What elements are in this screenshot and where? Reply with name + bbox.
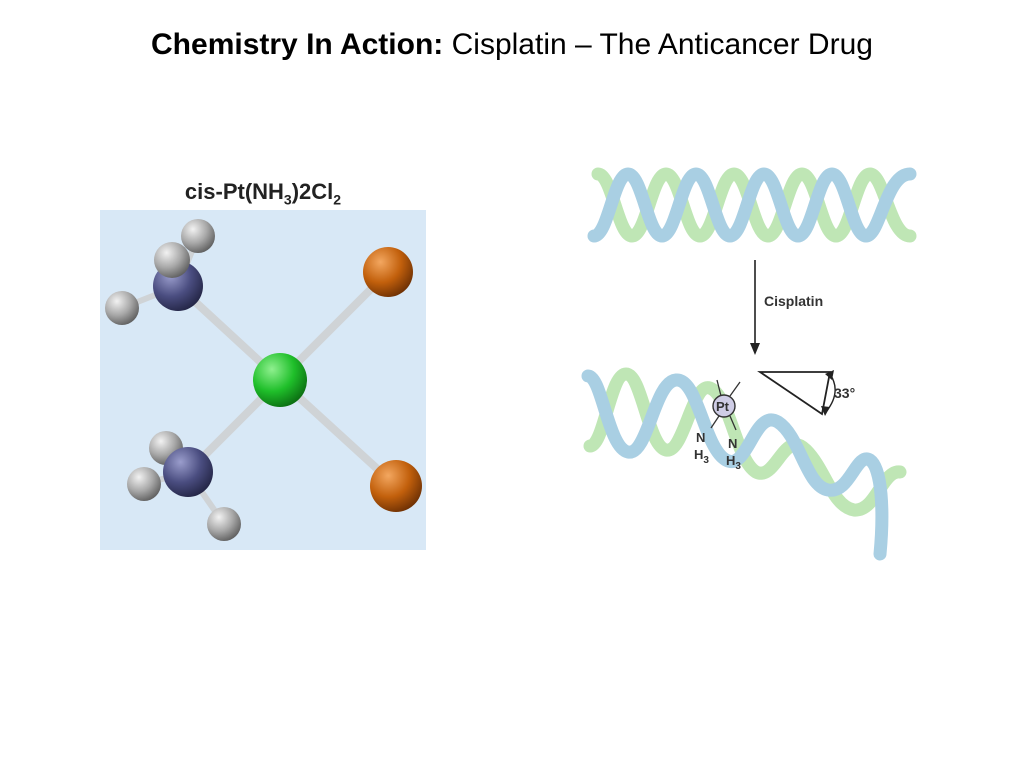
formula-sub-cl2: 2	[333, 191, 342, 208]
amine-right-h: H3	[726, 453, 741, 472]
chlorine-atom-top	[363, 247, 413, 297]
dna-helix-top	[587, 167, 917, 243]
formula-middle: )2Cl	[291, 179, 334, 204]
molecule-model-panel	[100, 210, 426, 550]
hydrogen-atom	[127, 467, 161, 501]
angle-arrow-head-icon	[821, 406, 830, 416]
cisplatin-ball-and-stick-model	[105, 219, 422, 541]
formula-sub-nh3: 3	[283, 191, 292, 208]
cisplatin-arrow-label: Cisplatin	[764, 293, 823, 309]
dna-strand-blue-bent	[581, 369, 889, 561]
hydrogen-atom	[154, 242, 190, 278]
angle-arrow-head-icon	[825, 370, 834, 380]
hydrogen-atom	[181, 219, 215, 253]
platinum-atom-icon	[712, 394, 736, 418]
reaction-arrow	[750, 260, 760, 355]
atoms	[105, 219, 422, 541]
dna-strand-green-bent	[583, 367, 907, 517]
platinum-atom	[253, 353, 307, 407]
bend-angle-triangle	[757, 371, 832, 416]
molecule-formula-caption: cis-Pt(NH3)2Cl2	[100, 174, 426, 210]
slide-title: Chemistry In Action: Cisplatin – The Ant…	[0, 28, 1024, 62]
amine-left-n: N	[696, 430, 705, 445]
hydrogen-atom	[207, 507, 241, 541]
bend-angle-indicator	[757, 370, 836, 416]
hydrogen-atom	[105, 291, 139, 325]
pt-label: Pt	[716, 399, 730, 414]
angle-label: 33°	[834, 385, 855, 401]
slide-title-bold: Chemistry In Action:	[151, 28, 444, 61]
nitrogen-atom-bottom	[163, 447, 213, 497]
dna-helix-bent	[581, 367, 907, 561]
arrow-head-icon	[750, 343, 760, 355]
formula-prefix: cis-Pt(NH	[184, 179, 284, 204]
slide-title-rest: Cisplatin – The Anticancer Drug	[451, 28, 873, 61]
amine-left-h: H3	[694, 447, 709, 466]
chlorine-atom-bottom	[370, 460, 422, 512]
dna-cisplatin-diagram: Cisplatin Pt N H3 N H3 33°	[581, 167, 917, 561]
platinum-adduct: Pt N H3 N H3	[694, 379, 741, 472]
amine-right-n: N	[728, 436, 737, 451]
dna-strand-blue-top	[587, 167, 917, 243]
